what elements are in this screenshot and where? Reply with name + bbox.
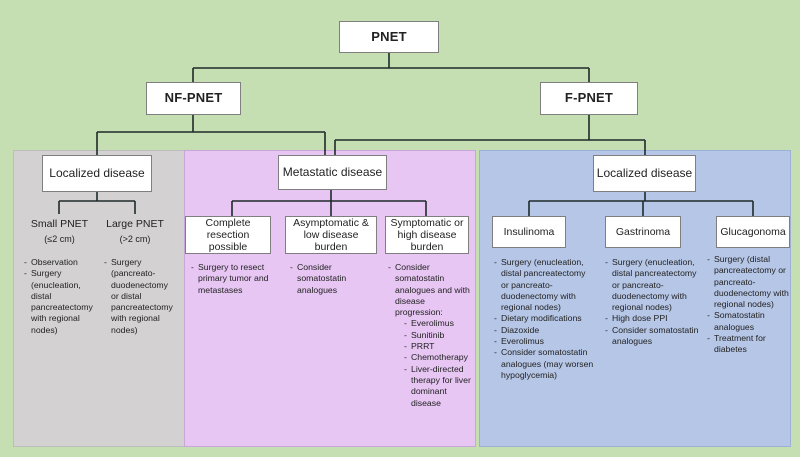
- list-item: High dose PPI: [605, 313, 701, 325]
- list-item: Surgery (enucleation, distal pancreatect…: [605, 257, 701, 313]
- small-pnet-node: Small PNET (≤2 cm): [22, 214, 97, 250]
- gastrinoma-treatments: Surgery (enucleation, distal pancreatect…: [605, 257, 701, 347]
- small-pnet-title: Small PNET: [30, 218, 89, 231]
- symptomatic-node: Symptomatic or high disease burden: [385, 216, 469, 254]
- list-item: Observation: [24, 257, 100, 269]
- list-item: Diazoxide: [494, 325, 594, 337]
- complete-resection-node: Complete resection possible: [185, 216, 271, 254]
- pnet-node: PNET: [339, 21, 439, 53]
- small-pnet-size: (≤2 cm): [44, 234, 75, 245]
- nf-localized-disease-node: Localized disease: [42, 155, 152, 192]
- list-item: Sunitinib: [395, 330, 472, 342]
- list-item: Surgery (enucleation, distal pancreatect…: [24, 268, 100, 336]
- symptomatic-treatments: Consider somatostatin analogues and with…: [388, 262, 472, 409]
- list-item: Surgery to resect primary tumor and meta…: [191, 262, 271, 296]
- list-item: Surgery (enucleation, distal pancreatect…: [494, 257, 594, 313]
- list-item: Consider somatostatin analogues and with…: [388, 262, 472, 409]
- list-item: Chemotherapy: [395, 352, 472, 364]
- list-item: Everolimus: [395, 318, 472, 330]
- list-item: Treatment for diabetes: [707, 333, 793, 356]
- symptomatic-nested-list: Everolimus Sunitinib PRRT Chemotherapy L…: [395, 318, 472, 408]
- f-pnet-node: F-PNET: [540, 82, 638, 115]
- symptomatic-intro: Consider somatostatin analogues and with…: [395, 262, 470, 318]
- large-pnet-size: (>2 cm): [119, 234, 151, 245]
- asymptomatic-node: Asymptomatic & low disease burden: [285, 216, 377, 254]
- insulinoma-treatments: Surgery (enucleation, distal pancreatect…: [494, 257, 594, 381]
- nf-pnet-node: NF-PNET: [146, 82, 241, 115]
- gastrinoma-node: Gastrinoma: [605, 216, 681, 248]
- large-pnet-treatments: Surgery (pancreato-duodenectomy or dista…: [104, 257, 176, 336]
- list-item: Dietary modifications: [494, 313, 594, 325]
- list-item: Surgery (distal pancreatectomy or pancre…: [707, 254, 793, 310]
- list-item: Liver-directed therapy for liver dominan…: [395, 364, 472, 409]
- list-item: Somatostatin analogues: [707, 310, 793, 333]
- list-item: Consider somatostatin analogues: [290, 262, 378, 296]
- glucagonoma-treatments: Surgery (distal pancreatectomy or pancre…: [707, 254, 793, 356]
- asymptomatic-treatments: Consider somatostatin analogues: [290, 262, 378, 296]
- list-item: Everolimus: [494, 336, 594, 348]
- small-pnet-treatments: Observation Surgery (enucleation, distal…: [24, 257, 100, 336]
- list-item: Consider somatostatin analogues: [605, 325, 701, 348]
- metastatic-disease-node: Metastatic disease: [278, 155, 387, 190]
- insulinoma-node: Insulinoma: [492, 216, 566, 248]
- large-pnet-node: Large PNET (>2 cm): [99, 214, 171, 250]
- list-item: Surgery (pancreato-duodenectomy or dista…: [104, 257, 176, 336]
- list-item: PRRT: [395, 341, 472, 353]
- f-localized-disease-node: Localized disease: [593, 155, 696, 192]
- glucagonoma-node: Glucagonoma: [716, 216, 790, 248]
- large-pnet-title: Large PNET: [106, 218, 164, 231]
- list-item: Consider somatostatin analogues (may wor…: [494, 347, 594, 381]
- complete-resection-treatments: Surgery to resect primary tumor and meta…: [191, 262, 271, 296]
